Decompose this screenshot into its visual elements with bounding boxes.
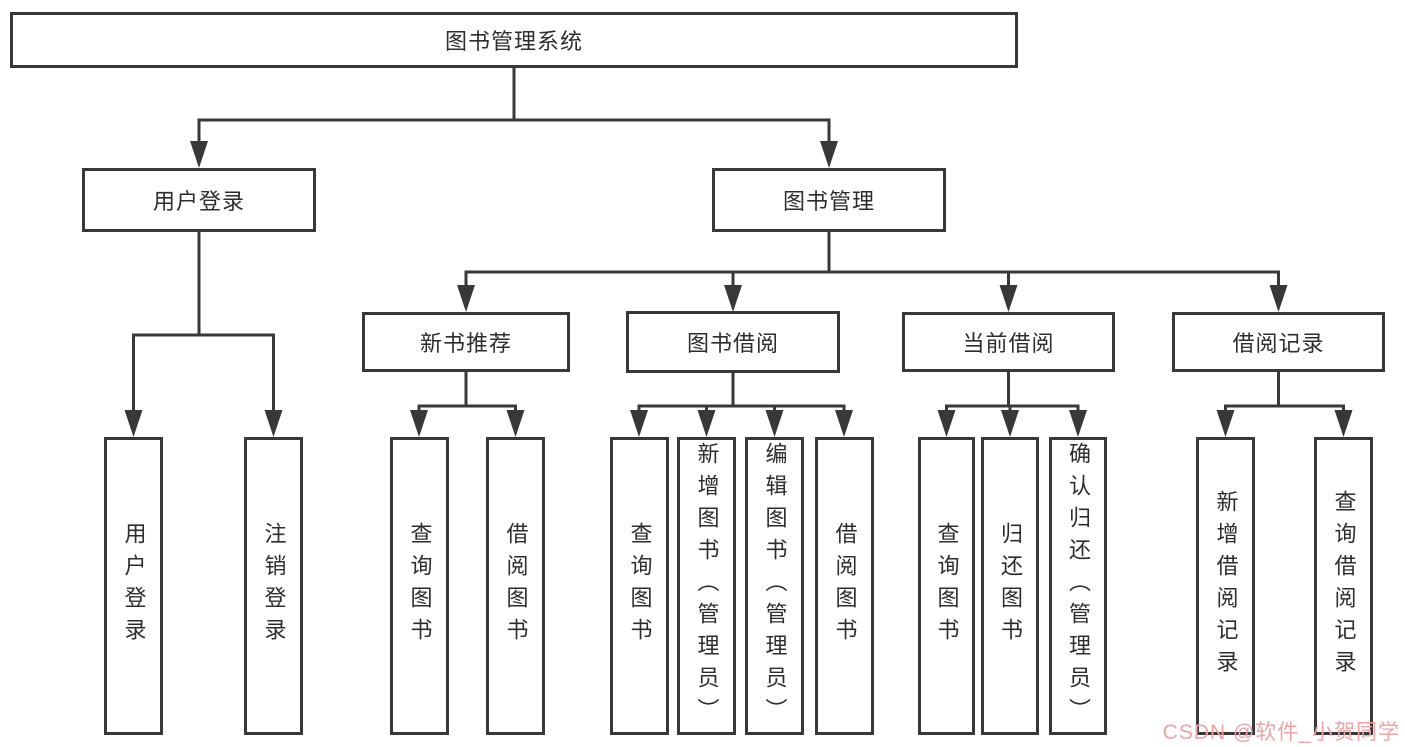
node-bb-borrow-books-label: 借阅图书: [832, 522, 858, 650]
node-logout: 注销登录: [244, 437, 303, 735]
node-cb-return-books-label: 归还图书: [998, 522, 1023, 650]
node-book-management-label: 图书管理: [782, 189, 875, 214]
csdn-watermark: CSDN @软件_小贺同学: [1162, 721, 1400, 744]
node-bb-borrow-books: 借阅图书: [815, 437, 874, 735]
node-book-management: 图书管理: [712, 168, 946, 232]
node-cb-confirm-return-admin: 确认归还（管理员）: [1049, 437, 1107, 735]
node-new-book-recommend-label: 新书推荐: [419, 331, 512, 356]
node-new-book-recommend: 新书推荐: [362, 312, 570, 372]
node-book-borrow: 图书借阅: [626, 311, 840, 373]
node-br-add-record: 新增借阅记录: [1196, 437, 1255, 735]
arrow-heads: [124, 141, 1353, 437]
node-nb-query-books: 查询图书: [390, 437, 449, 735]
node-bb-query-books-label: 查询图书: [627, 522, 653, 650]
node-login: 用户登录: [104, 437, 163, 735]
node-bb-edit-book-admin-label: 编辑图书（管理员）: [762, 442, 788, 730]
node-bb-edit-book-admin: 编辑图书（管理员）: [745, 437, 804, 735]
node-cb-confirm-return-admin-label: 确认归还（管理员）: [1066, 442, 1091, 730]
node-cb-query-books: 查询图书: [918, 437, 975, 735]
node-nb-borrow-books: 借阅图书: [486, 437, 545, 735]
node-cb-query-books-label: 查询图书: [934, 522, 960, 650]
node-current-borrow: 当前借阅: [902, 312, 1115, 372]
node-borrow-records-label: 借阅记录: [1232, 331, 1325, 356]
node-book-borrow-label: 图书借阅: [686, 331, 779, 356]
node-cb-return-books: 归还图书: [981, 437, 1039, 735]
node-br-add-record-label: 新增借阅记录: [1213, 490, 1239, 682]
node-user-login-label: 用户登录: [152, 189, 245, 214]
node-nb-query-books-label: 查询图书: [407, 522, 433, 650]
node-br-query-record-label: 查询借阅记录: [1331, 490, 1357, 682]
node-br-query-record: 查询借阅记录: [1314, 437, 1373, 735]
node-bb-add-book-admin: 新增图书（管理员）: [677, 437, 736, 735]
node-root: 图书管理系统: [10, 12, 1018, 68]
node-borrow-records: 借阅记录: [1172, 312, 1385, 372]
node-bb-query-books: 查询图书: [610, 437, 669, 735]
node-login-label: 用户登录: [121, 522, 147, 650]
node-logout-label: 注销登录: [261, 522, 287, 650]
node-bb-add-book-admin-label: 新增图书（管理员）: [694, 442, 720, 730]
node-root-label: 图书管理系统: [444, 29, 583, 54]
node-user-login: 用户登录: [82, 168, 316, 232]
node-nb-borrow-books-label: 借阅图书: [503, 522, 529, 650]
node-current-borrow-label: 当前借阅: [962, 331, 1055, 356]
